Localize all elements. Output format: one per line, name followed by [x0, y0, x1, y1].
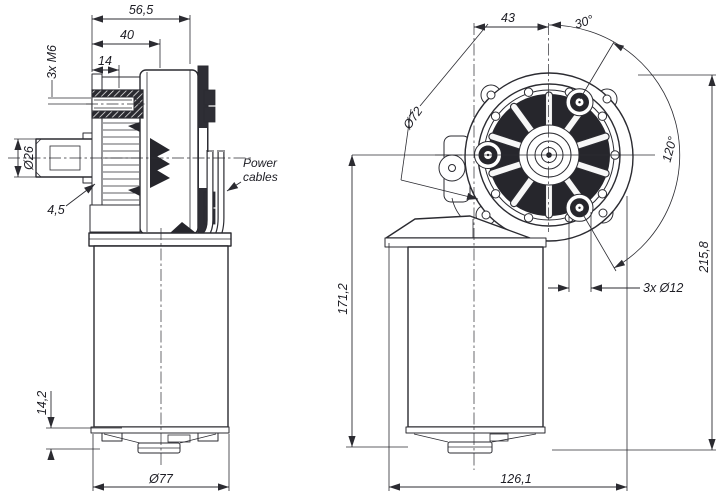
gearbox-ribs	[103, 122, 139, 201]
bottom-cap-hub-front	[447, 441, 493, 454]
dim-mount-hole-diameter: 3x Ø12	[643, 281, 683, 295]
dim-hole-offset: 14	[98, 54, 112, 68]
motor-flange-front	[384, 237, 547, 248]
label-power-cables-1: Power	[243, 156, 278, 170]
front-view: 43 30° 120° Ø72 3x Ø12 215,8 171,2	[336, 11, 716, 491]
dim-motor-height: 171,2	[336, 283, 350, 314]
dim-total-height: 215,8	[697, 241, 711, 273]
dim-gear-diameter: Ø72	[400, 104, 426, 132]
worm-section	[150, 138, 170, 188]
motor-bottom-flange-side	[90, 426, 230, 434]
dim-motor-diameter: Ø77	[148, 472, 174, 486]
angle-dimension-arc	[548, 24, 681, 269]
dim-boss-spacing-angle: 120°	[660, 135, 680, 164]
lower-mount-lug	[89, 204, 141, 233]
dim-gearbox-depth: 40	[120, 28, 134, 42]
label-thread-holes: 3x M6	[45, 45, 59, 79]
label-power-cables-2: cables	[243, 170, 278, 184]
dim-axis-offset: 43	[501, 11, 515, 25]
side-view: 56,5 40 14 3x M6 Ø26 4,5 Power cables 14…	[8, 3, 278, 491]
motor-flange-side	[88, 232, 232, 247]
dim-shaft-diameter: Ø26	[22, 146, 36, 171]
motor-body-front	[407, 246, 544, 428]
mounting-boss-30	[565, 88, 594, 117]
dim-boss-angle: 30°	[573, 12, 595, 31]
gearbox-housing	[139, 69, 199, 235]
housing-lobe-holes	[448, 90, 612, 220]
motor-front	[384, 215, 547, 454]
mounting-boss-150	[565, 193, 594, 222]
dim-total-width: 126,1	[500, 472, 531, 486]
gear-wheel	[474, 83, 621, 227]
dim-cap-height: 14,2	[35, 391, 49, 415]
dim-gearbox-depth-total: 56,5	[129, 3, 153, 17]
dim-shoulder-gap: 4,5	[47, 203, 64, 217]
